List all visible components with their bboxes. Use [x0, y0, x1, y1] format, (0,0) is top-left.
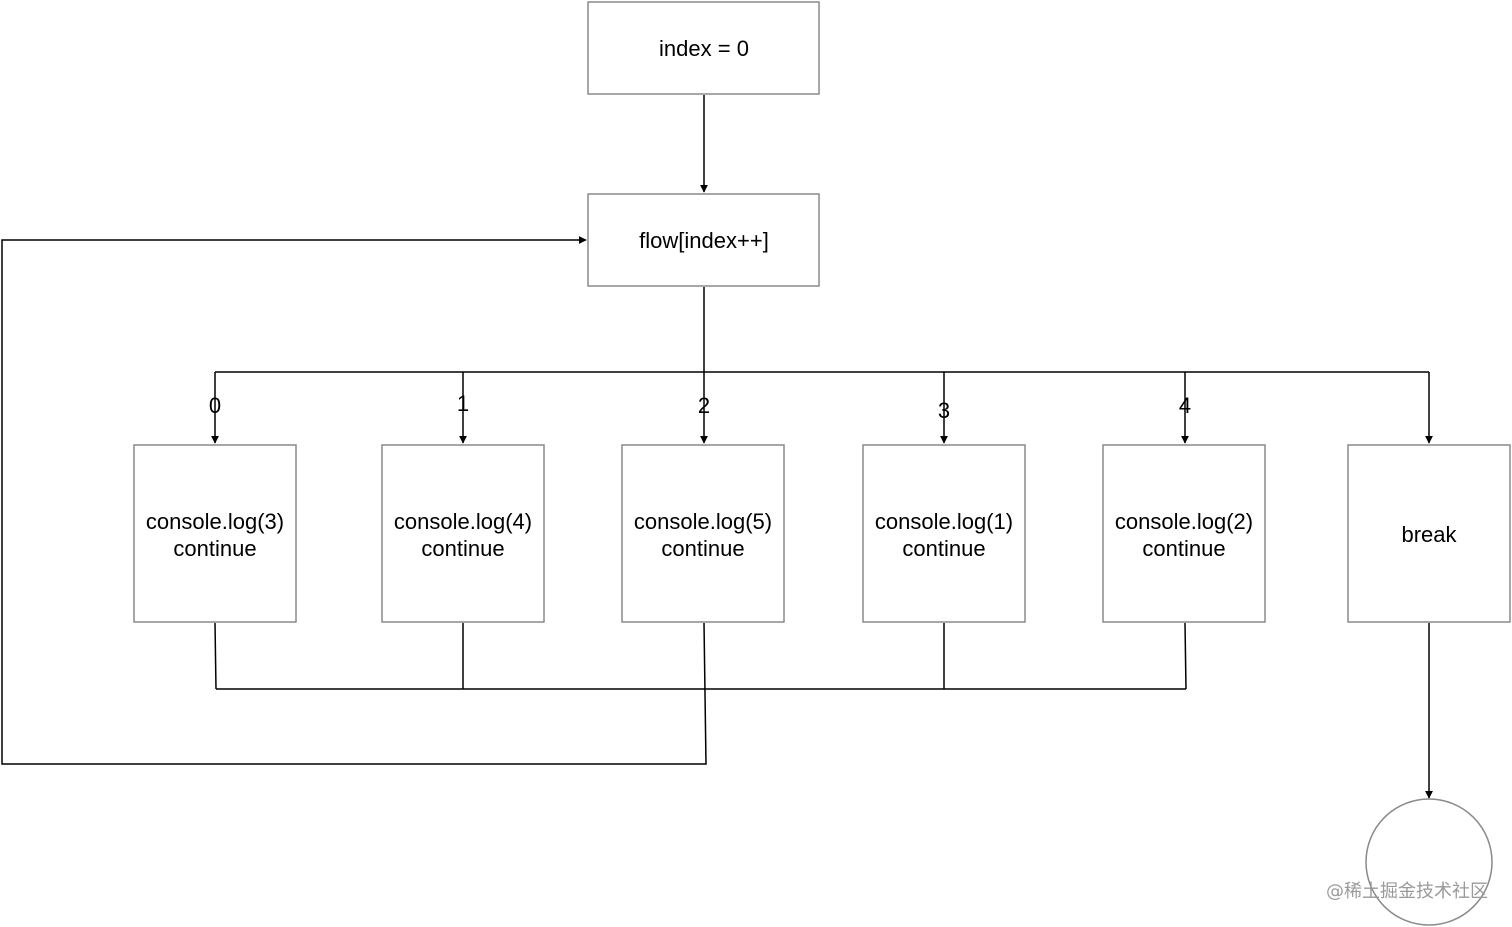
edge-label-4: 4 — [1179, 393, 1191, 418]
edge-merge-case4 — [1184, 622, 1187, 690]
edge-labels: 0 1 2 3 4 — [209, 391, 1191, 423]
edge-label-0: 0 — [209, 393, 221, 418]
edge-loop-back — [1, 236, 707, 765]
edge-merge-case0 — [214, 622, 217, 690]
node-init-box — [587, 1, 820, 95]
edge-label-2: 2 — [698, 393, 710, 418]
node-case-2-box — [621, 444, 785, 623]
node-default-label: break — [1401, 522, 1457, 547]
node-case-0-line2: continue — [173, 536, 256, 561]
node-case-0-line1: console.log(3) — [146, 509, 284, 534]
edges — [1, 95, 1433, 799]
edge-label-3: 3 — [938, 398, 950, 423]
node-case-2-line2: continue — [661, 536, 744, 561]
node-case-4-line2: continue — [1142, 536, 1225, 561]
node-dispatch-label: flow[index++] — [639, 228, 769, 253]
node-case-3-box — [862, 444, 1026, 623]
node-case-3-line1: console.log(1) — [875, 509, 1013, 534]
node-case-1: console.log(4) continue — [381, 444, 545, 623]
node-default: break — [1347, 444, 1511, 623]
node-case-2-line1: console.log(5) — [634, 509, 772, 534]
end-circle — [1365, 798, 1493, 926]
node-init: index = 0 — [587, 1, 820, 95]
node-init-label: index = 0 — [659, 36, 749, 61]
node-case-1-box — [381, 444, 545, 623]
node-case-0-box — [133, 444, 297, 623]
node-case-4: console.log(2) continue — [1102, 444, 1266, 623]
node-case-3: console.log(1) continue — [862, 444, 1026, 623]
node-case-1-line1: console.log(4) — [394, 509, 532, 534]
node-case-3-line2: continue — [902, 536, 985, 561]
edge-label-1: 1 — [457, 391, 469, 416]
watermark-text: @稀土掘金技术社区 — [1326, 881, 1488, 902]
node-default-box — [1347, 444, 1511, 623]
node-dispatch: flow[index++] — [587, 193, 820, 287]
node-case-2: console.log(5) continue — [621, 444, 785, 623]
node-case-4-box — [1102, 444, 1266, 623]
node-dispatch-box — [587, 193, 820, 287]
node-case-0: console.log(3) continue — [133, 444, 297, 623]
node-case-1-line2: continue — [421, 536, 504, 561]
node-case-4-line1: console.log(2) — [1115, 509, 1253, 534]
